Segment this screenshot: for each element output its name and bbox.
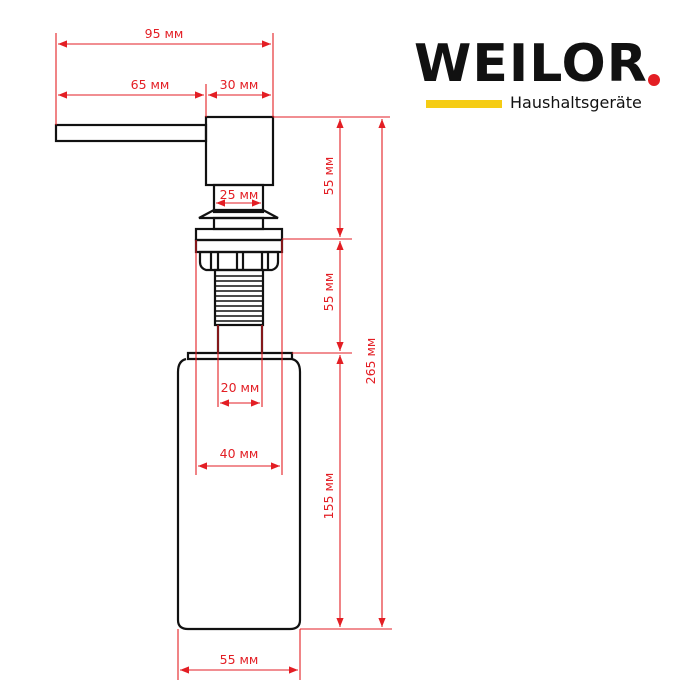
label-thread-height: 55 мм <box>321 273 336 312</box>
bottle <box>176 357 302 631</box>
flange-cone <box>198 208 279 220</box>
nut <box>198 250 280 272</box>
dimension-lines <box>55 33 392 680</box>
flange-collar <box>212 216 265 231</box>
neck <box>212 183 265 214</box>
label-thread-diameter: 40 мм <box>220 446 259 461</box>
label-bottle-height: 155 мм <box>321 473 336 520</box>
thread <box>213 268 265 327</box>
weilor-logo: WEILOR Haushaltsgeräte <box>414 34 674 114</box>
bottle-cap-rim <box>186 351 294 361</box>
brand-tagline: Haushaltsgeräte <box>510 93 642 112</box>
label-total-height: 265 мм <box>363 338 378 385</box>
brand-dot-icon <box>648 74 660 86</box>
label-neck-width: 25 мм <box>220 187 259 202</box>
dimension-labels: 95 мм 65 мм 30 мм 25 мм 20 мм 40 мм 55 м… <box>131 26 378 667</box>
label-bottle-width: 55 мм <box>220 652 259 667</box>
label-spout-length: 65 мм <box>131 77 170 92</box>
label-tube-diameter: 20 мм <box>221 380 260 395</box>
brand-wordmark: WEILOR <box>414 34 648 94</box>
brand-yellow-bar <box>426 100 502 108</box>
pump-head <box>204 115 275 187</box>
dispenser-outline <box>54 115 302 631</box>
label-head-height: 55 мм <box>321 157 336 196</box>
washer <box>194 227 284 242</box>
label-head-width: 30 мм <box>220 77 259 92</box>
label-total-width: 95 мм <box>145 26 184 41</box>
washer-lower <box>194 238 284 254</box>
spout <box>54 123 208 143</box>
